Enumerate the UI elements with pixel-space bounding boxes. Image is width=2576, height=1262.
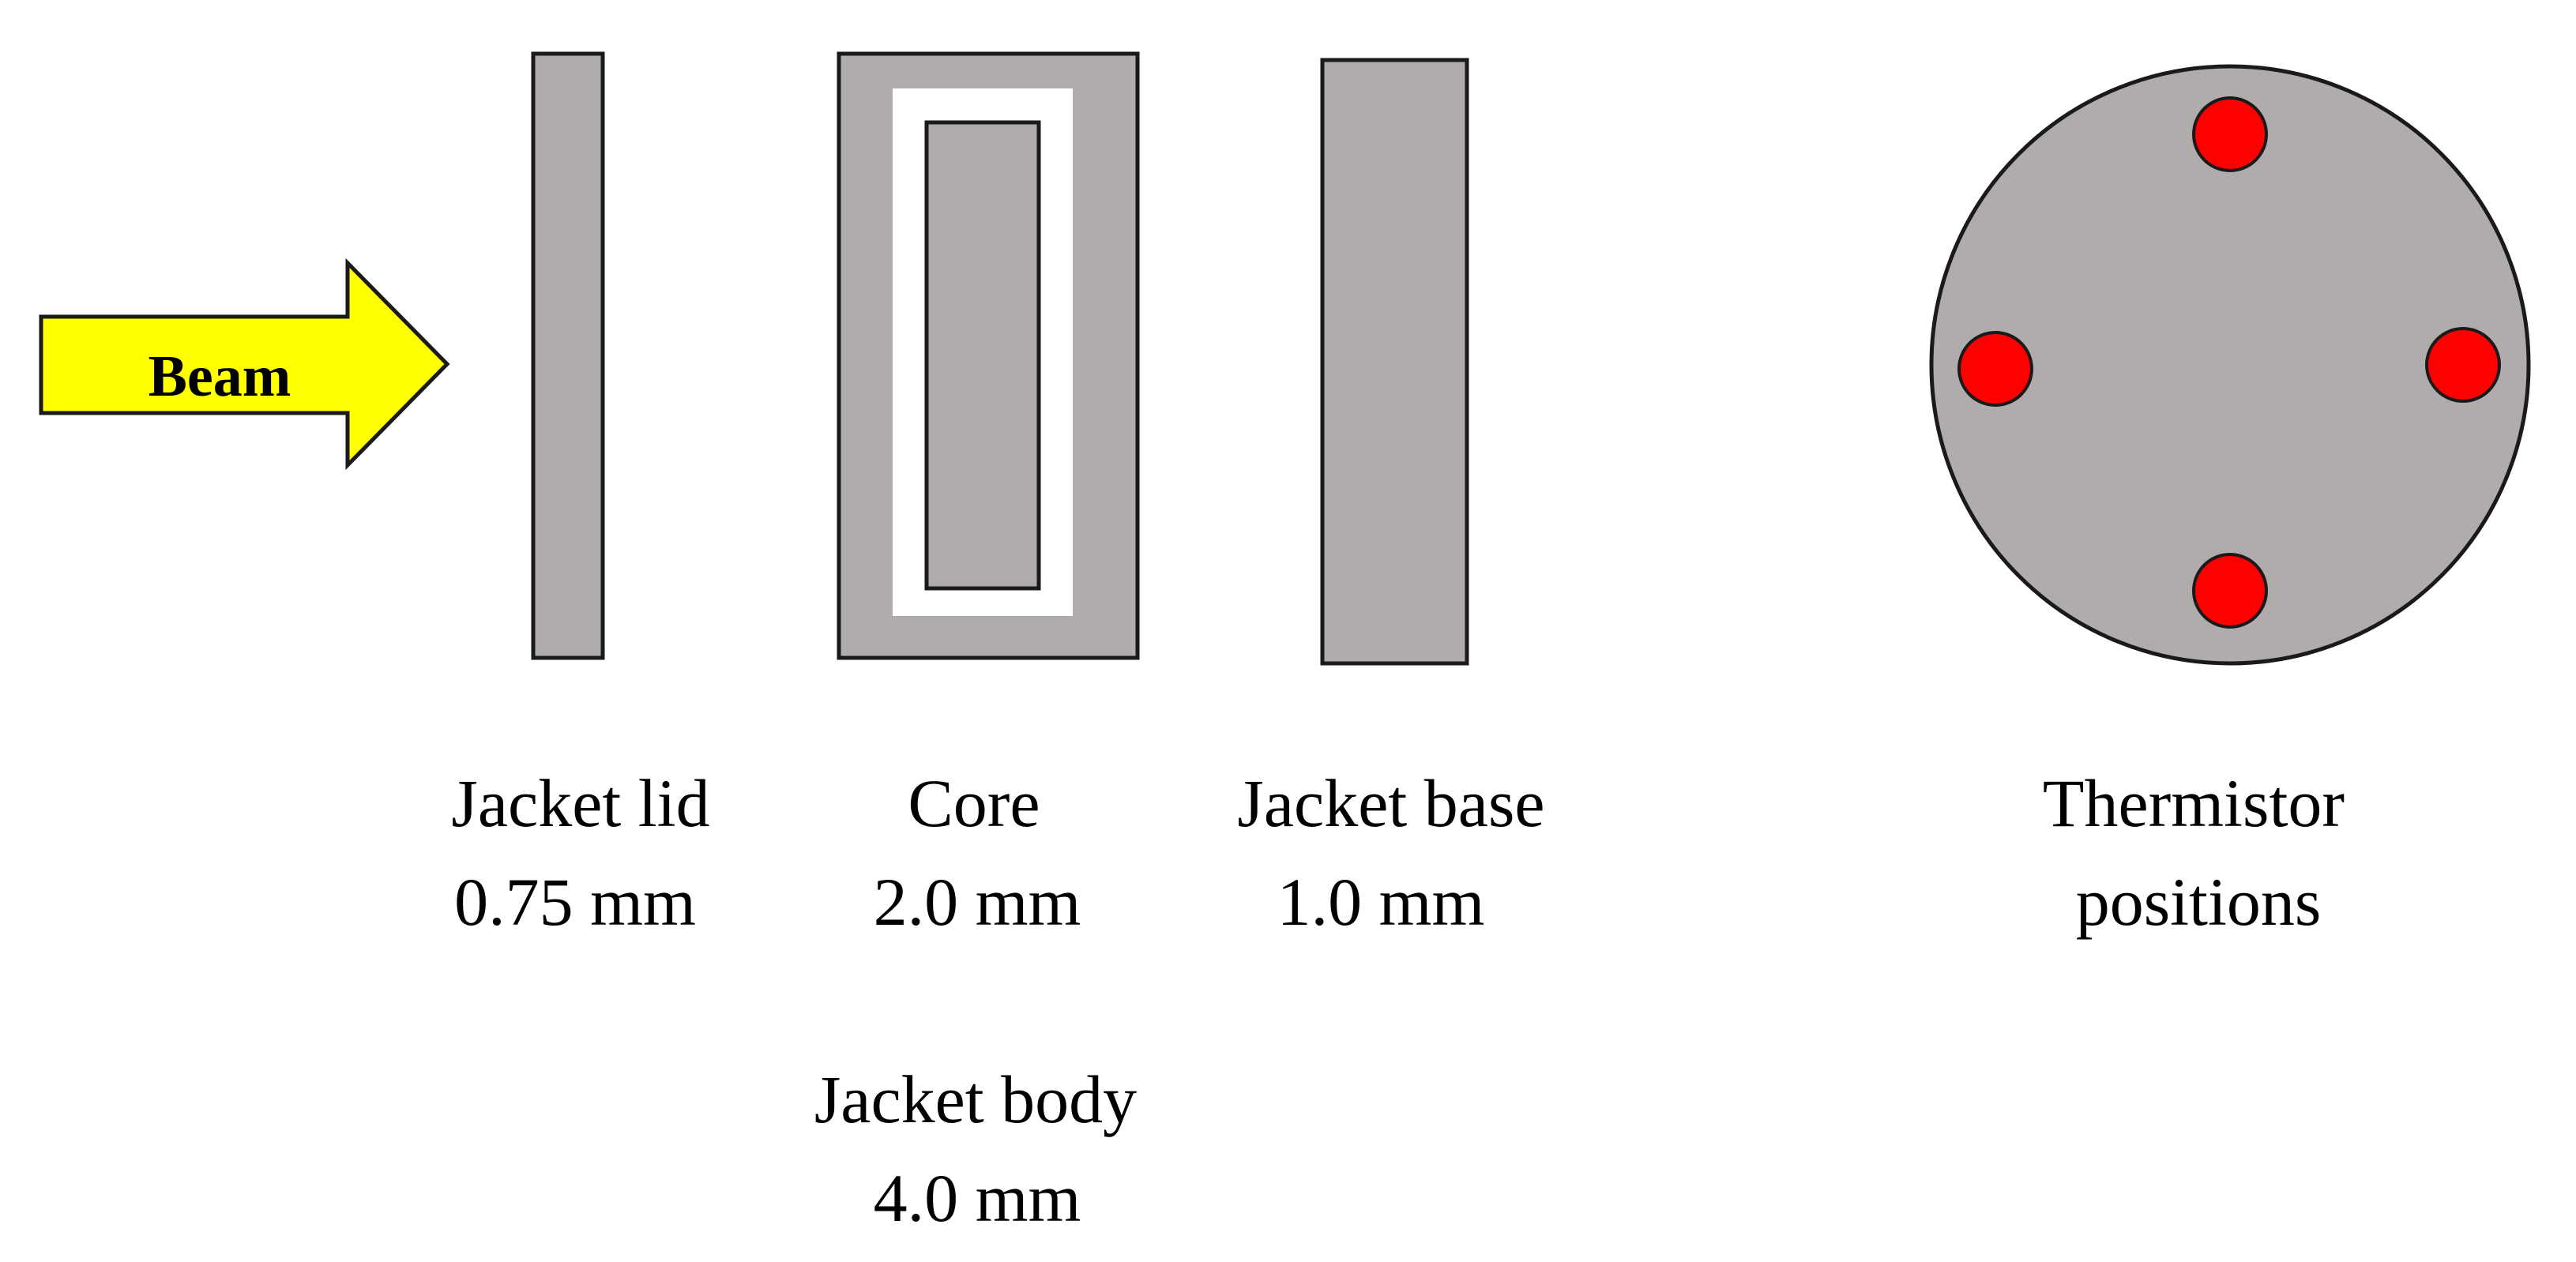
core-plate xyxy=(924,120,1041,591)
jacket-lid-plate xyxy=(531,51,605,660)
jacket-body-name: Jacket body xyxy=(814,1061,1137,1137)
jacket-body-thickness: 4.0 mm xyxy=(874,1160,1081,1236)
thermistor-dot-bottom xyxy=(2192,553,2268,629)
jacket-lid-thickness: 0.75 mm xyxy=(454,864,696,940)
jacket-base-name: Jacket base xyxy=(1237,765,1544,841)
beam-label: Beam xyxy=(149,344,291,409)
thermistor-dot-right xyxy=(2425,327,2501,403)
jacket-base-plate xyxy=(1320,58,1469,666)
jacket-lid-name: Jacket lid xyxy=(451,765,709,841)
thermistor-disc xyxy=(1929,64,2531,666)
thermistor-title-line2: positions xyxy=(2076,864,2322,940)
beam-arrow: Beam xyxy=(39,257,450,471)
disc-face xyxy=(1929,64,2531,666)
thermistor-title-line1: Thermistor xyxy=(2043,765,2345,841)
jacket-base-thickness: 1.0 mm xyxy=(1277,864,1485,940)
thermistor-dot-left xyxy=(1957,331,2033,407)
beam-arrow-shape xyxy=(39,257,450,471)
thermistor-dot-top xyxy=(2192,96,2268,172)
core-thickness: 2.0 mm xyxy=(874,864,1081,940)
jacket-body-assembly xyxy=(837,51,1140,660)
core-name: Core xyxy=(908,765,1040,841)
